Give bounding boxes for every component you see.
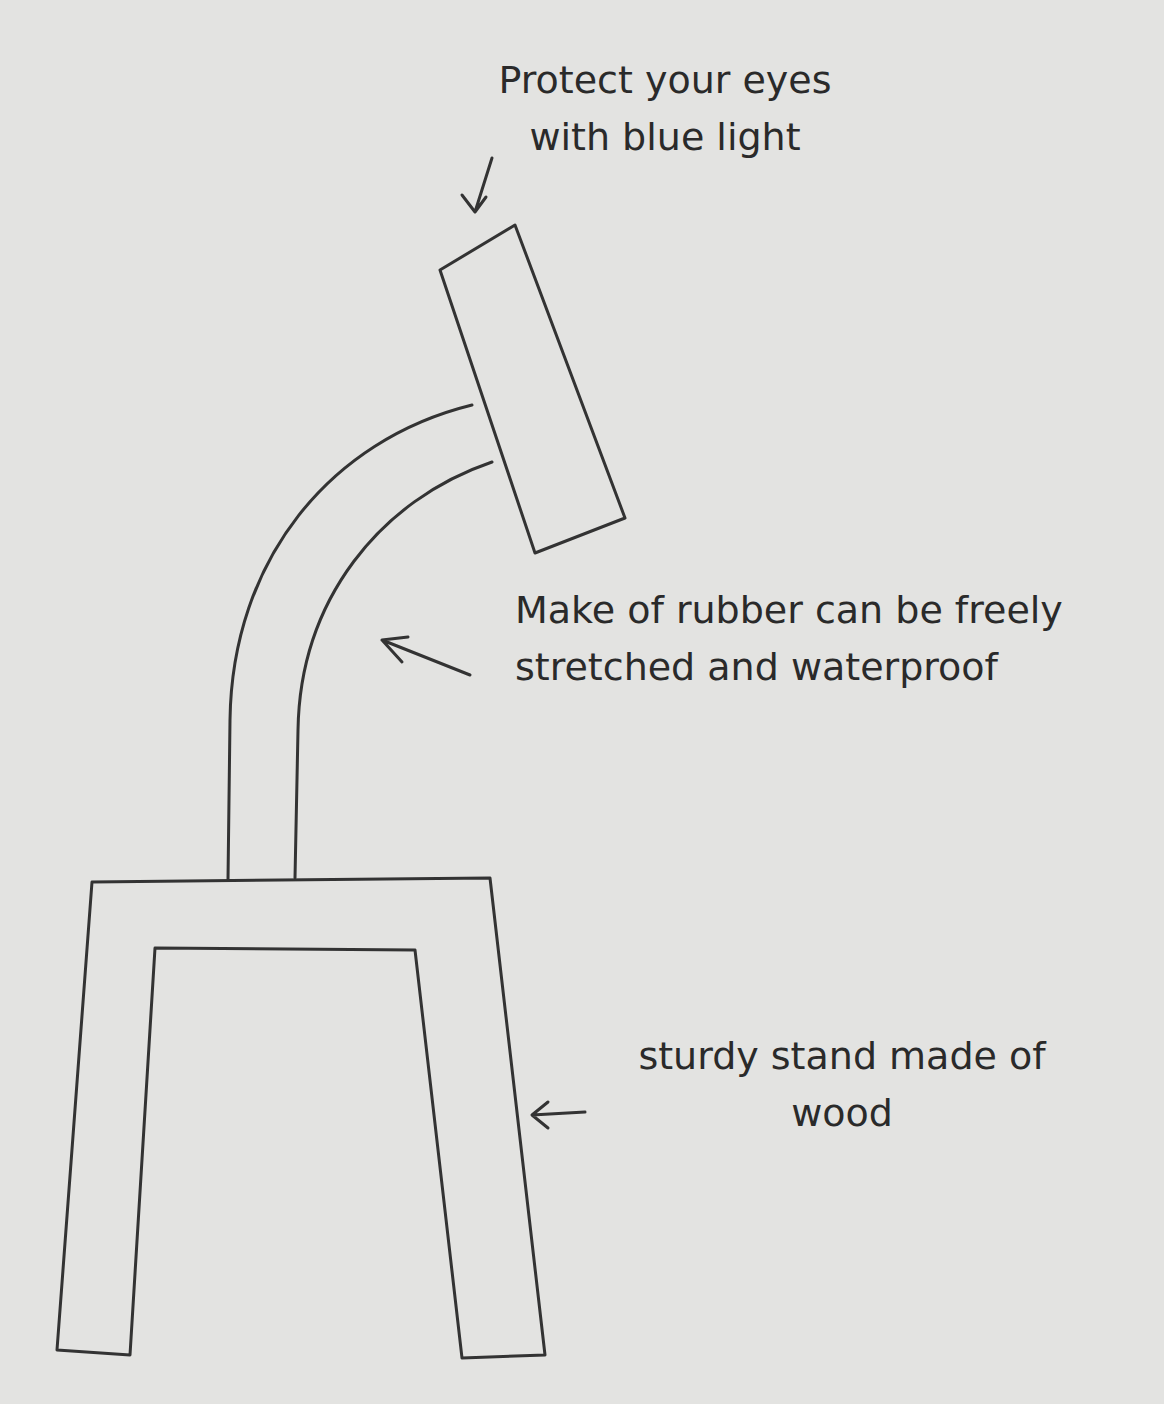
annotation-text: sturdy stand made of wood xyxy=(592,1028,1092,1142)
neck-inner xyxy=(295,462,492,878)
annotation-text: Make of rubber can be freely stretched a… xyxy=(515,582,1115,696)
leader-arrow xyxy=(462,158,492,212)
leader-arrow xyxy=(382,637,470,675)
lamp-head xyxy=(440,225,625,553)
wooden-stand xyxy=(57,878,545,1358)
neck-outer xyxy=(228,405,472,880)
leader-arrow xyxy=(532,1102,585,1128)
annotation-text: Protect your eyes with blue light xyxy=(455,52,875,166)
